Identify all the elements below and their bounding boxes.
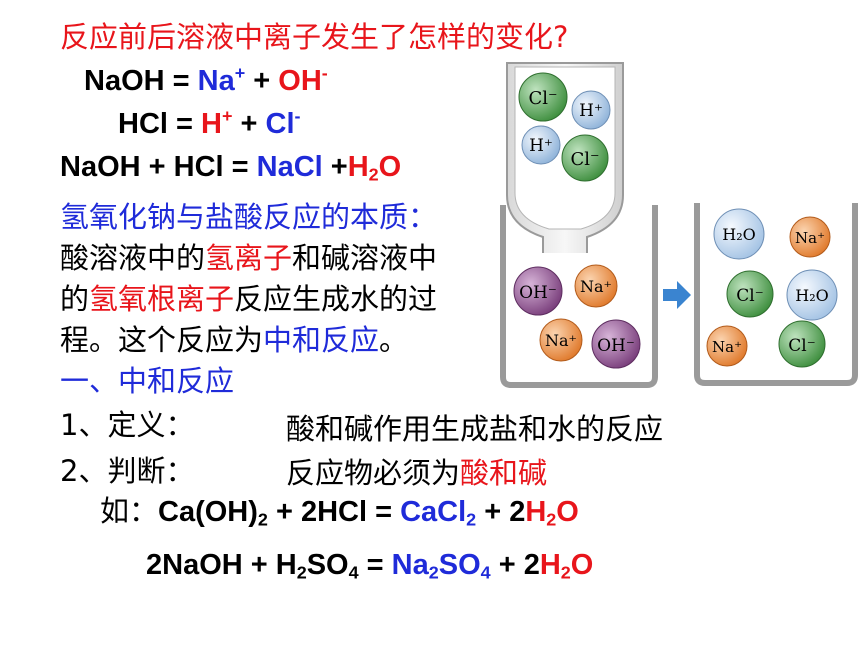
ion-label: Na⁺ [712,338,742,356]
ion-label: H⁺ [529,136,553,156]
page-title: 反应前后溶液中离子发生了怎样的变化? [60,20,569,54]
ion-na-right-1 [789,216,831,258]
ion-label: H⁺ [579,101,603,121]
ion-label: Cl⁻ [528,88,557,109]
ion-label: H₂O [795,286,828,305]
ion-label: OH⁻ [519,283,557,303]
equation-neutralization: NaOH + HCl = NaCl +H2O [60,151,402,185]
ion-na-left-2 [539,318,583,362]
ion-label: OH⁻ [597,336,635,356]
ion-label: Cl⁻ [570,149,599,170]
ion-h-funnel-2 [521,125,561,165]
beaker-left [500,205,658,388]
ion-cl-funnel-1 [518,72,568,122]
reaction-diagram: Cl⁻ H⁺ H⁺ Cl⁻ OH⁻ Na⁺ Na⁺ OH⁻ H₂O Na⁺ Cl… [500,62,858,388]
section-heading: 一、中和反应 [60,364,235,398]
beaker-right [694,203,858,386]
example-equation-2: 2NaOH + H2SO4 = Na2SO4 + 2H2O [146,549,594,583]
example-equation-1: 如：Ca(OH)2 + 2HCl = CaCl2 + 2H2O [100,494,579,530]
ion-na-right-2 [706,325,748,367]
ion-label: Na⁺ [795,229,825,247]
ion-label: H₂O [722,225,755,244]
equation-naoh-ionization: NaOH = Na+ + OH- [84,63,328,97]
essence-line-1: 酸溶液中的氢离子和碱溶液中 [60,241,438,275]
ion-cl-right-2 [778,320,826,368]
equation-hcl-ionization: HCl = H+ + Cl- [118,106,301,140]
arrow-icon [663,281,691,309]
ion-label: Cl⁻ [736,286,763,306]
essence-line-3: 程。这个反应为中和反应。 [60,323,409,357]
definition-text: 酸和碱作用生成盐和水的反应 [286,412,664,446]
essence-heading: 氢氧化钠与盐酸反应的本质： [60,200,438,234]
ion-oh-left-2 [591,319,641,369]
ion-label: Cl⁻ [788,336,815,356]
definition-label: 1、定义： [60,408,195,442]
ion-cl-right-1 [726,270,774,318]
judgement-text: 反应物必须为酸和碱 [286,456,548,490]
ion-label: Na⁺ [545,331,577,350]
ion-cl-funnel-2 [561,134,609,182]
ion-h-funnel-1 [571,90,611,130]
ion-h2o-right-2 [786,269,838,321]
ion-oh-left-1 [513,266,563,316]
ion-h2o-right-1 [713,208,765,260]
ion-label: Na⁺ [580,277,612,296]
ion-na-left-1 [574,264,618,308]
judgement-label: 2、判断： [60,454,195,488]
essence-line-2: 的氢氧根离子反应生成水的过 [60,282,438,316]
